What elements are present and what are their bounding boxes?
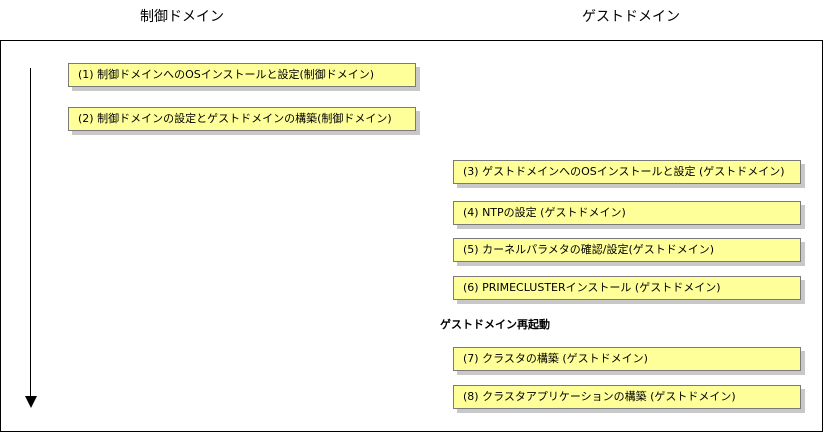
step-4-box: (4) NTPの設定 (ゲストドメイン) bbox=[453, 201, 801, 225]
diagram-frame bbox=[0, 40, 823, 432]
guest-domain-reboot-label: ゲストドメイン再起動 bbox=[440, 318, 550, 331]
control-domain-header: 制御ドメイン bbox=[140, 9, 224, 25]
step-1-box: (1) 制御ドメインへのOSインストールと設定(制御ドメイン) bbox=[68, 63, 416, 87]
guest-domain-header: ゲストドメイン bbox=[582, 9, 680, 25]
step-8-box: (8) クラスタアプリケーションの構築 (ゲストドメイン) bbox=[453, 385, 801, 409]
step-2-box: (2) 制御ドメインの設定とゲストドメインの構築(制御ドメイン) bbox=[68, 107, 416, 131]
step-3-box: (3) ゲストドメインへのOSインストールと設定 (ゲストドメイン) bbox=[453, 160, 801, 184]
timeline-arrow-head-icon bbox=[25, 396, 37, 408]
timeline-arrow-line bbox=[30, 68, 31, 398]
step-7-box: (7) クラスタの構築 (ゲストドメイン) bbox=[453, 347, 801, 371]
step-5-box: (5) カーネルパラメタの確認/設定(ゲストドメイン) bbox=[453, 238, 801, 262]
step-6-box: (6) PRIMECLUSTERインストール (ゲストドメイン) bbox=[453, 276, 801, 300]
